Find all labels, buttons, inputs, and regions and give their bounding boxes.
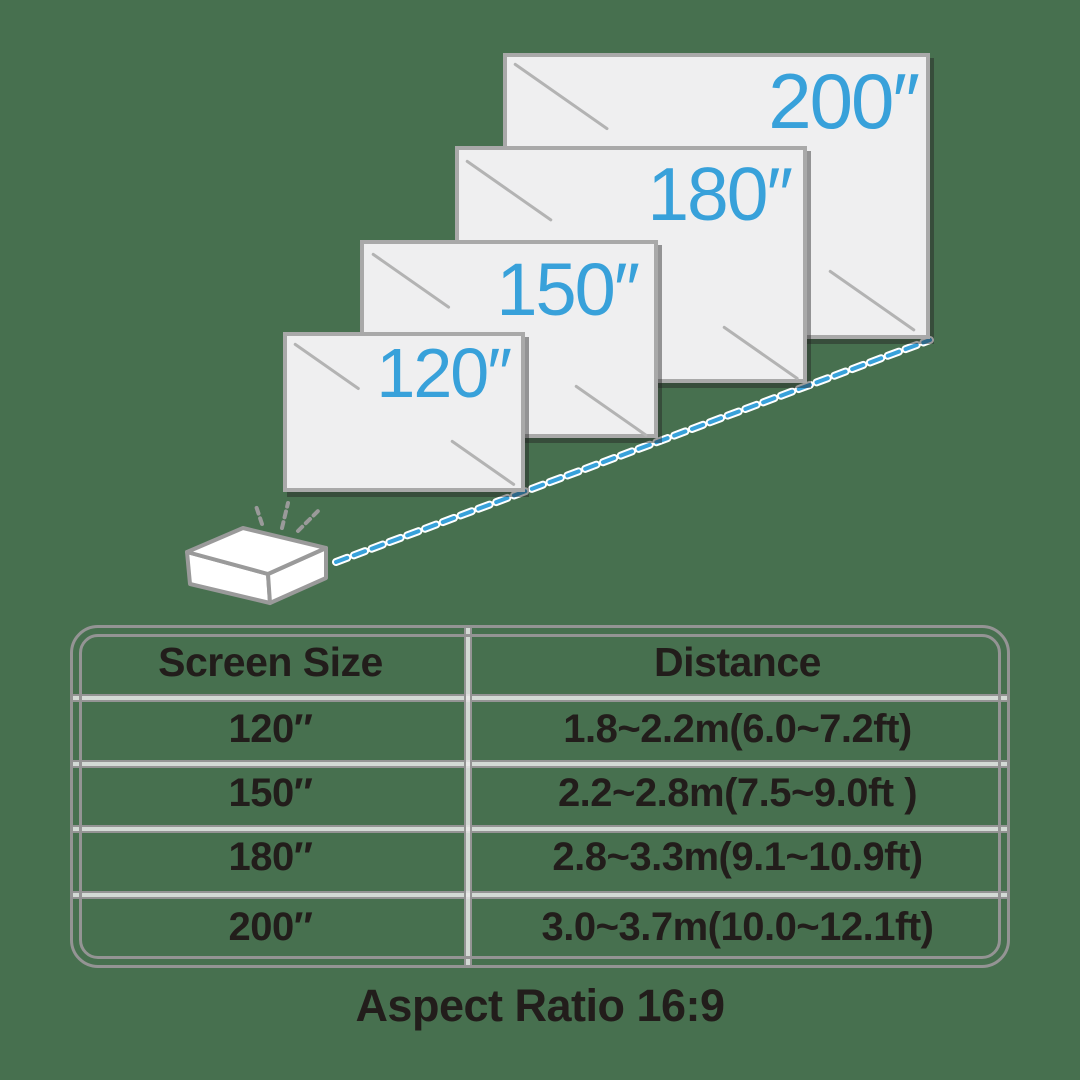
table-row: 180″ 2.8~3.3m(9.1~10.9ft) — [73, 825, 1007, 890]
header-screen-size: Screen Size — [158, 638, 383, 685]
table-row: 150″ 2.2~2.8m(7.5~9.0ft ) — [73, 762, 1007, 826]
projector-icon — [185, 526, 328, 605]
glare-line — [828, 269, 916, 332]
column-divider — [464, 628, 472, 965]
cell-distance: 1.8~2.2m(6.0~7.2ft) — [563, 706, 912, 751]
row-divider — [73, 891, 1007, 899]
cell-distance: 2.8~3.3m(9.1~10.9ft) — [552, 835, 923, 880]
cell-distance: 2.2~2.8m(7.5~9.0ft ) — [557, 771, 918, 816]
projector-rays-icon — [254, 501, 322, 533]
size-distance-table: Screen Size Distance 120″ 1.8~2.2m(6.0~7… — [70, 625, 1010, 968]
screen-size-label: 120″ — [376, 334, 512, 412]
glare-line — [293, 342, 361, 391]
cell-distance: 3.0~3.7m(10.0~12.1ft) — [541, 905, 934, 950]
screen-size-label: 180″ — [647, 152, 793, 236]
screen-size-label: 150″ — [496, 248, 640, 331]
table-row: 200″ 3.0~3.7m(10.0~12.1ft) — [73, 890, 1007, 965]
row-divider — [73, 825, 1007, 833]
table-rows: Screen Size Distance 120″ 1.8~2.2m(6.0~7… — [73, 628, 1007, 965]
cell-size: 120″ — [228, 706, 313, 751]
aspect-ratio-note: Aspect Ratio 16:9 — [355, 980, 725, 1031]
glare-line — [722, 325, 800, 381]
projection-beam-line — [332, 336, 934, 566]
cell-size: 180″ — [228, 835, 313, 880]
screen-size-label: 200″ — [768, 57, 920, 145]
glare-line — [371, 252, 451, 310]
glare-line — [574, 384, 648, 438]
screen-120in: 120″ — [283, 332, 525, 492]
table-row: 120″ 1.8~2.2m(6.0~7.2ft) — [73, 697, 1007, 762]
glare-line — [465, 159, 553, 222]
cell-size: 150″ — [228, 771, 313, 816]
cell-size: 200″ — [228, 905, 313, 950]
table-header-row: Screen Size Distance — [73, 628, 1007, 697]
glare-line — [513, 62, 610, 131]
header-distance: Distance — [654, 638, 821, 685]
row-divider — [73, 694, 1007, 702]
row-divider — [73, 760, 1007, 768]
glare-line — [450, 439, 516, 487]
